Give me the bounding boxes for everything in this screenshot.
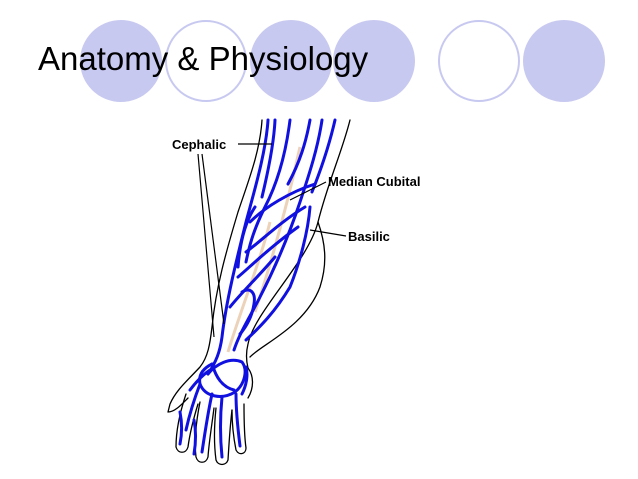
basilic-leader — [309, 229, 347, 237]
decor-circle-4 — [333, 20, 415, 102]
cephalic-leader-2 — [197, 153, 215, 338]
decor-circle-2 — [165, 20, 247, 102]
median-cubital-leader — [289, 181, 327, 201]
arm-outline — [167, 119, 351, 466]
decor-circle-1 — [80, 20, 162, 102]
leader-lines — [197, 143, 347, 338]
decor-circle-5 — [438, 20, 520, 102]
decor-circle-3 — [250, 20, 332, 102]
vein-network — [178, 118, 337, 459]
cephalic-leader-1 — [201, 153, 225, 325]
label-median-cubital: Median Cubital — [328, 174, 420, 189]
decor-circle-6 — [523, 20, 605, 102]
label-cephalic: Cephalic — [172, 137, 226, 152]
arm-vein-diagram: Cephalic Median Cubital Basilic — [167, 118, 420, 466]
slide-title: Anatomy & Physiology — [38, 40, 369, 77]
label-basilic: Basilic — [348, 229, 390, 244]
